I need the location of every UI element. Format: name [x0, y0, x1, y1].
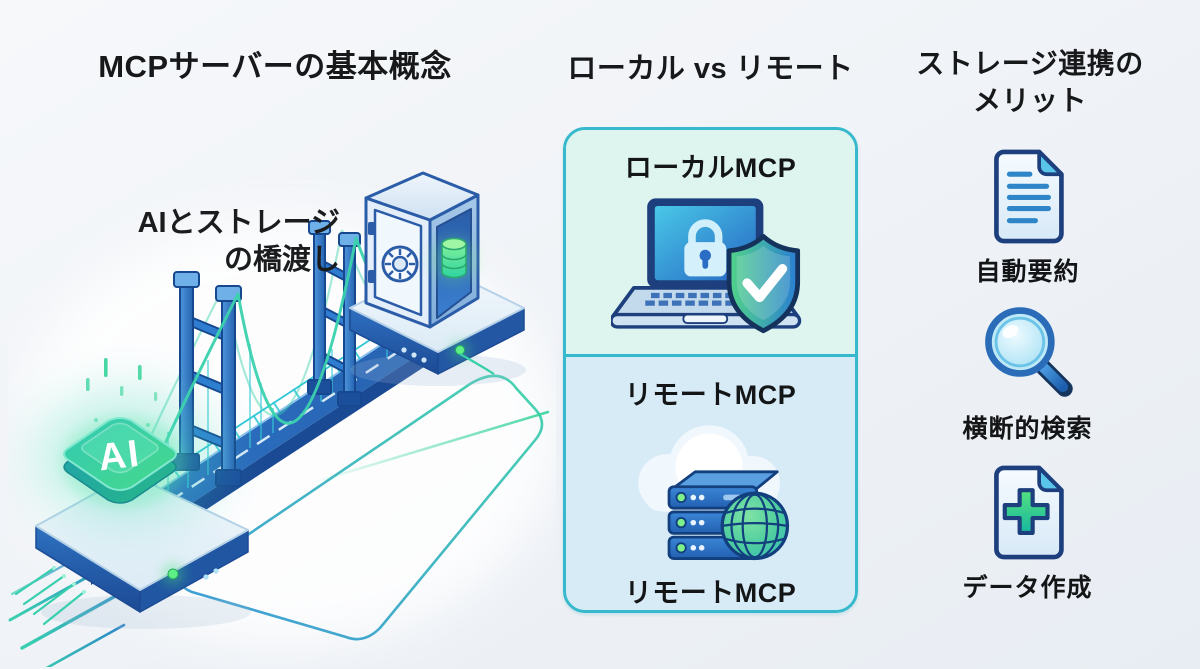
document-summary-icon: [993, 149, 1064, 244]
circuit-loop-trace: [181, 374, 544, 641]
local-mcp-title: ローカルMCP: [624, 153, 797, 183]
benefit-item-create: データ作成: [880, 464, 1175, 604]
server-leds: [675, 491, 747, 554]
bridge-caption: AIとストレージ の橋渡し: [137, 207, 340, 277]
benefit-label: 自動要約: [975, 258, 1080, 286]
benefit-label: データ作成: [962, 574, 1093, 602]
magnifier-icon: [984, 307, 1073, 397]
left-section-title: MCPサーバーの基本概念: [98, 49, 452, 84]
chip-wires: [14, 566, 86, 626]
storage-safe: [364, 171, 480, 329]
benefit-item-summary: 自動要約: [880, 148, 1175, 288]
remote-mcp-caption: リモートMCP: [624, 578, 797, 608]
signal-line: [306, 410, 550, 486]
cloud-server-globe-icon: [613, 414, 809, 571]
benefits-list: 自動要約 横断的検索: [880, 130, 1175, 650]
benefit-label: 横断的検索: [962, 415, 1093, 443]
laptop-lock-shield-icon: [608, 191, 811, 344]
local-mcp-panel: ローカルMCP: [566, 130, 855, 354]
ai-storage-bridge-illustration: AI: [8, 171, 556, 667]
benefit-item-search: 横断的検索: [880, 302, 1175, 445]
energy-particles: [86, 358, 158, 427]
database-icon: [430, 236, 478, 284]
document-plus-icon: [993, 465, 1064, 560]
local-vs-remote-card: ローカルMCP: [563, 127, 858, 613]
remote-mcp-title: リモートMCP: [624, 380, 797, 410]
ai-chip: AI: [31, 358, 221, 528]
middle-section-title: ローカル vs リモート: [567, 53, 854, 85]
remote-mcp-panel: リモートMCP: [566, 354, 855, 610]
ai-chip-label: AI: [96, 433, 143, 480]
globe: [720, 491, 789, 561]
right-section-title: ストレージ連携の メリット: [916, 48, 1144, 116]
safe-dial: [381, 245, 419, 283]
